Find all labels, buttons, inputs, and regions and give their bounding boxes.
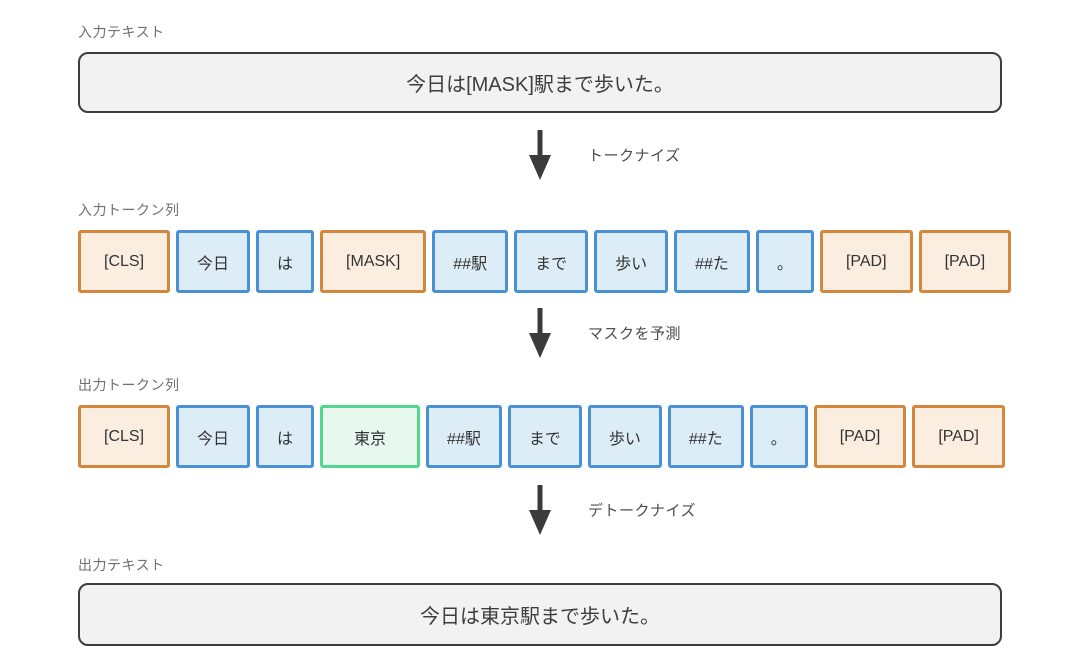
- token-special: [CLS]: [78, 405, 171, 468]
- step-label-predict-mask: マスクを予測: [588, 325, 682, 343]
- token-normal: は: [256, 230, 315, 293]
- token-normal: 歩い: [587, 405, 662, 468]
- token-special: [MASK]: [320, 230, 427, 293]
- step-detokenize: デトークナイズ: [78, 485, 1002, 535]
- token-special: [PAD]: [813, 405, 907, 468]
- token-normal: ##駅: [432, 230, 509, 293]
- down-arrow-icon: [529, 130, 551, 180]
- output-text-box: 今日は東京駅まで歩いた。: [78, 583, 1002, 646]
- token-normal: 。: [749, 405, 808, 468]
- token-normal: 歩い: [594, 230, 669, 293]
- step-label-detokenize: デトークナイズ: [588, 502, 697, 520]
- token-normal: まで: [507, 405, 582, 468]
- token-normal: 今日: [176, 405, 251, 468]
- token-normal: まで: [514, 230, 589, 293]
- token-normal: ##た: [667, 405, 744, 468]
- output-text: 今日は東京駅まで歩いた。: [420, 606, 660, 628]
- token-special: [PAD]: [918, 230, 1012, 293]
- input-text: 今日は[MASK]駅まで歩いた。: [406, 74, 674, 96]
- input-text-box: 今日は[MASK]駅まで歩いた。: [78, 52, 1002, 113]
- token-normal: 。: [755, 230, 814, 293]
- token-normal: は: [256, 405, 315, 468]
- token-special: [CLS]: [78, 230, 171, 293]
- down-arrow-icon: [529, 308, 551, 358]
- down-arrow-icon: [529, 485, 551, 535]
- step-label-tokenize: トークナイズ: [588, 147, 681, 165]
- step-tokenize: トークナイズ: [78, 130, 1002, 180]
- input-tokens-label: 入力トークン列: [78, 202, 180, 218]
- output-tokens-label: 出力トークン列: [78, 377, 180, 393]
- input-token-row: [CLS]今日は[MASK]##駅まで歩い##た。[PAD][PAD]: [78, 230, 1012, 293]
- token-normal: ##駅: [426, 405, 502, 468]
- token-normal: 今日: [176, 230, 251, 293]
- output-token-row: [CLS]今日は東京##駅まで歩い##た。[PAD][PAD]: [78, 405, 1005, 468]
- token-special: [PAD]: [912, 405, 1005, 468]
- output-text-label: 出力テキスト: [78, 557, 165, 573]
- input-text-label: 入力テキスト: [78, 24, 165, 40]
- token-special: [PAD]: [819, 230, 913, 293]
- token-predicted: 東京: [320, 405, 421, 468]
- step-predict-mask: マスクを予測: [78, 308, 1002, 358]
- token-normal: ##た: [674, 230, 750, 293]
